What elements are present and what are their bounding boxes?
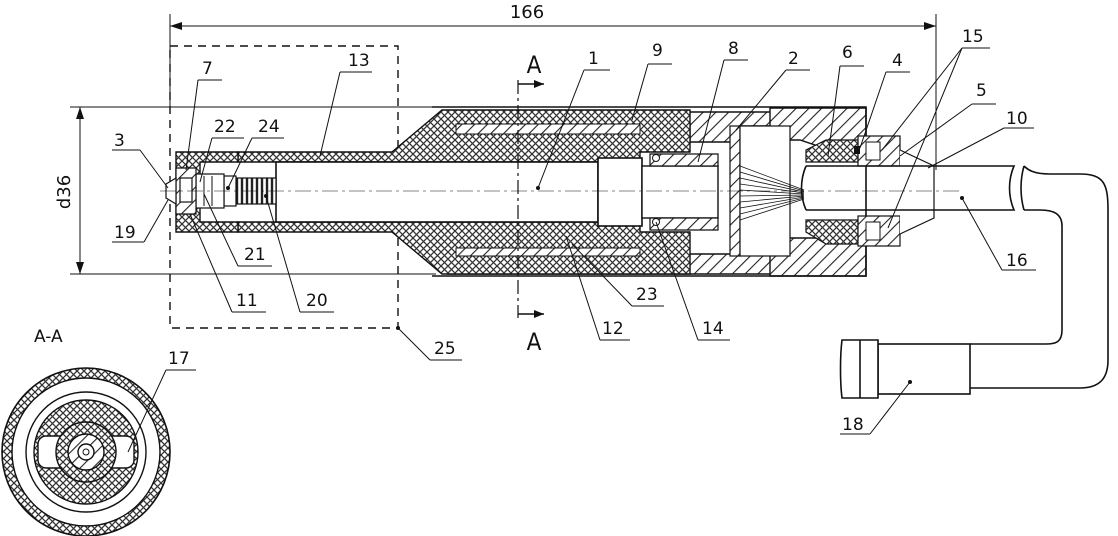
callout-9: 9 bbox=[652, 41, 663, 61]
central-rod bbox=[275, 153, 719, 231]
section-view-aa: A-A bbox=[1, 327, 171, 536]
callout-7: 7 bbox=[202, 59, 213, 79]
inner-housing-upper bbox=[455, 123, 641, 135]
callout-2: 2 bbox=[788, 49, 799, 69]
callout-16: 16 bbox=[1006, 251, 1028, 271]
callouts: 1 9 8 2 6 4 15 5 10 16 18 13 bbox=[112, 27, 1036, 453]
section-mark-bottom: A bbox=[527, 328, 542, 356]
callout-22: 22 bbox=[214, 117, 236, 137]
connector-plug bbox=[839, 339, 971, 399]
callout-21: 21 bbox=[244, 245, 266, 265]
callout-6: 6 bbox=[842, 43, 853, 63]
callout-12: 12 bbox=[602, 319, 624, 339]
section-mark-top: A bbox=[527, 51, 542, 79]
callout-14: 14 bbox=[702, 319, 724, 339]
callout-13: 13 bbox=[348, 51, 370, 71]
wire-bundle bbox=[739, 165, 805, 221]
overall-length-value: 166 bbox=[510, 2, 544, 23]
callout-17: 17 bbox=[168, 349, 190, 369]
callout-8: 8 bbox=[728, 39, 739, 59]
callout-15: 15 bbox=[962, 27, 984, 47]
cable bbox=[800, 165, 1109, 389]
callout-11: 11 bbox=[236, 291, 258, 311]
cable-gland bbox=[805, 135, 935, 247]
callout-1: 1 bbox=[588, 49, 599, 69]
callout-3: 3 bbox=[114, 131, 125, 151]
section-line: A A bbox=[517, 51, 544, 356]
callout-19: 19 bbox=[114, 223, 136, 243]
callout-25: 25 bbox=[434, 339, 456, 359]
inner-housing-lower bbox=[455, 247, 641, 257]
callout-4: 4 bbox=[892, 51, 903, 71]
callout-24: 24 bbox=[258, 117, 280, 137]
overall-length-dimension: 166 bbox=[169, 2, 937, 170]
callout-5: 5 bbox=[976, 81, 987, 101]
callout-20: 20 bbox=[306, 291, 328, 311]
callout-23: 23 bbox=[636, 285, 658, 305]
callout-10: 10 bbox=[1006, 109, 1028, 129]
section-view-title: A-A bbox=[34, 327, 63, 347]
diameter-value: d36 bbox=[54, 175, 75, 209]
callout-18: 18 bbox=[842, 415, 864, 435]
diameter-dimension: d36 bbox=[54, 106, 436, 275]
